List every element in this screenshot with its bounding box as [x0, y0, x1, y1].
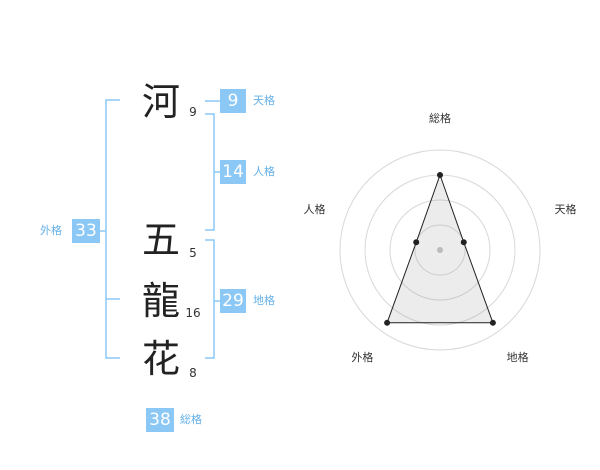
stroke-count-4: 8 — [189, 366, 197, 380]
name-char-2: 五 — [141, 218, 180, 262]
radar-axis-label-5: 人格 — [303, 202, 325, 216]
radar-point-3 — [489, 319, 496, 326]
gaikaku-value: 33 — [72, 219, 100, 243]
tenkaku-value: 9 — [220, 89, 246, 113]
jinkaku-label: 人格 — [253, 165, 275, 178]
gaikaku-bracket — [105, 99, 120, 359]
stroke-count-3: 16 — [185, 306, 201, 320]
jinkaku-value: 14 — [220, 160, 246, 184]
soukaku-label: 総格 — [180, 413, 202, 426]
name-char-3: 龍 — [141, 279, 180, 323]
radar-center — [437, 247, 443, 253]
radar-axis-label-1: 総格 — [429, 111, 451, 125]
radar-point-1 — [437, 172, 443, 178]
soukaku-value: 38 — [146, 408, 174, 432]
radar-ring — [389, 199, 491, 301]
radar-axis-label-3: 地格 — [507, 350, 529, 364]
tenkaku-label: 天格 — [253, 94, 275, 107]
chikaku-bracket — [205, 239, 215, 359]
gaikaku-label: 外格 — [40, 224, 62, 237]
stroke-count-2: 5 — [189, 246, 197, 260]
chikaku-label: 地格 — [253, 294, 275, 307]
radar-ring — [339, 149, 541, 351]
radar-axis-label-2: 天格 — [555, 202, 577, 216]
radar-axis-label-4: 外格 — [351, 350, 373, 364]
stroke-count-1: 9 — [189, 105, 197, 119]
chikaku-value: 29 — [220, 289, 246, 313]
name-char-4: 花 — [141, 337, 180, 381]
radar-point-2 — [460, 239, 467, 246]
radar-ring — [414, 224, 466, 276]
radar-point-5 — [413, 239, 420, 246]
name-char-1: 河 — [141, 80, 180, 124]
radar-point-4 — [384, 319, 391, 326]
